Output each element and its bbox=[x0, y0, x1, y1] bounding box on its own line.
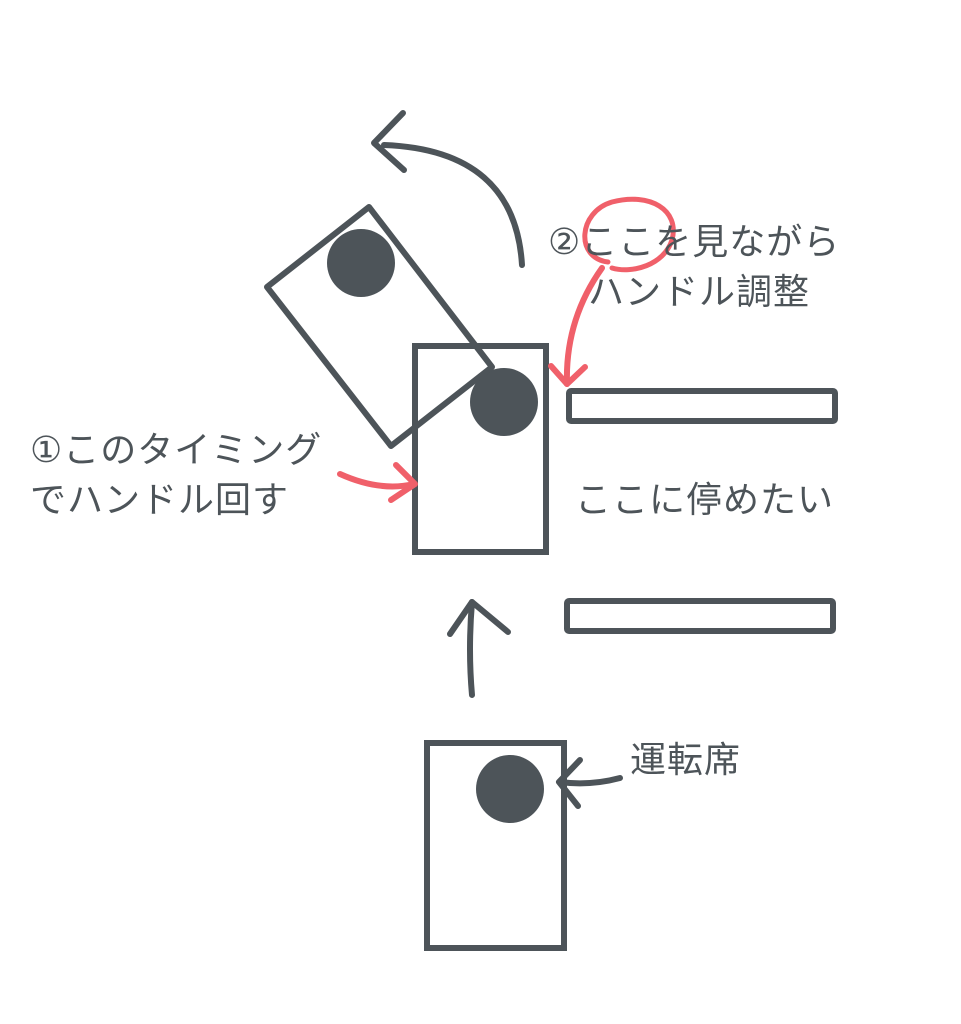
driver-pointer-arrow-head bbox=[556, 757, 583, 809]
car-rotated bbox=[264, 204, 495, 449]
highlight-circle bbox=[582, 196, 676, 273]
turn-arrow bbox=[381, 142, 525, 268]
turn-arrow-head bbox=[371, 110, 407, 173]
driver-seat-label: 運転席 bbox=[630, 740, 742, 781]
parking-line-lower bbox=[564, 598, 836, 634]
driver-pointer-arrow bbox=[557, 775, 623, 787]
watch-note-line2: ハンドル調整 bbox=[588, 272, 811, 313]
parking-spot-label: ここに停めたい bbox=[575, 480, 835, 521]
driver-seat-marker-turning bbox=[470, 368, 538, 436]
watch-pointer-arrow-head bbox=[548, 363, 588, 387]
car-start bbox=[424, 740, 567, 951]
timing-pointer-arrow bbox=[337, 471, 417, 490]
watch-pointer-arrow bbox=[563, 265, 605, 387]
forward-arrow-head bbox=[447, 599, 511, 637]
timing-note-line1: ①このタイミング bbox=[30, 430, 323, 471]
timing-note-line2: でハンドル回す bbox=[30, 480, 290, 521]
timing-pointer-arrow-head bbox=[388, 462, 418, 503]
car-turning-point bbox=[412, 343, 549, 555]
forward-arrow bbox=[467, 599, 475, 698]
driver-seat-marker-start bbox=[476, 755, 544, 823]
watch-note: ②ここを見ながら ハンドル調整 bbox=[548, 218, 840, 318]
parking-line-upper bbox=[566, 388, 838, 424]
driver-seat-marker-rotated bbox=[327, 229, 395, 297]
timing-note: ①このタイミング でハンドル回す bbox=[30, 426, 322, 526]
watch-note-line1: ②ここを見ながら bbox=[548, 222, 841, 263]
